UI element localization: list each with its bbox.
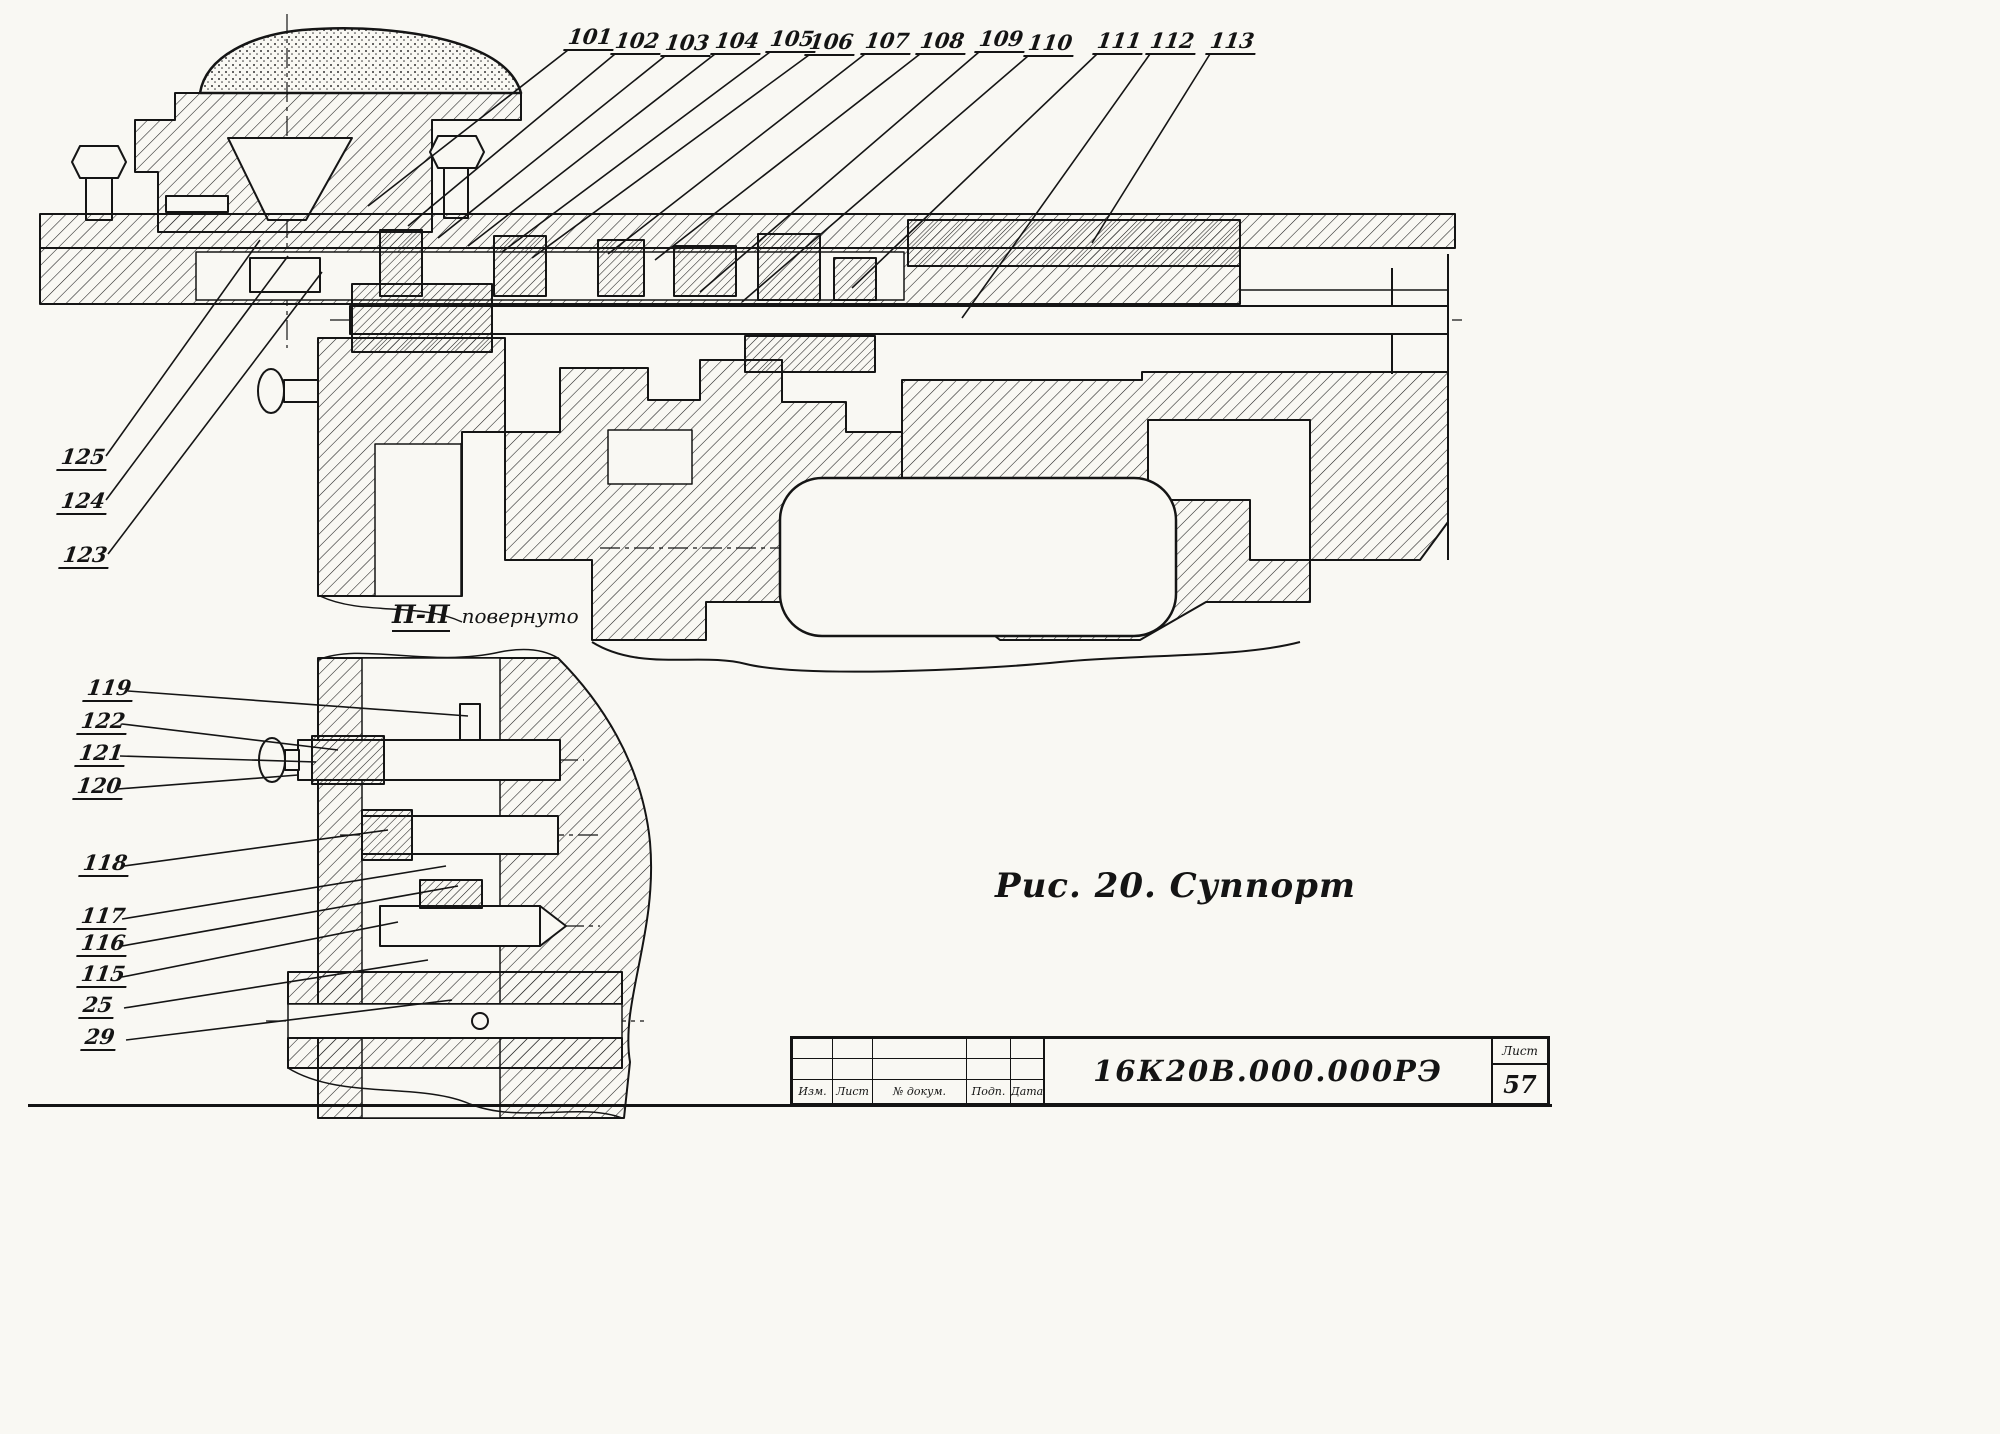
callout-107: 107 [860,28,914,55]
column-header-data: Дата [1011,1084,1043,1098]
title-block: Изм. Лист № докум. Подп. Дата 16К20В.000… [790,1036,1550,1106]
drawing-frame-bottom [28,1104,1552,1107]
callout-120: 120 [72,773,126,800]
callout-109: 109 [974,26,1028,53]
section-view-title: П-П повернуто [392,600,579,632]
upper-rail [39,213,1456,249]
callout-101: 101 [563,24,617,51]
document-number: 16К20В.000.000РЭ [1045,1039,1493,1103]
callout-121: 121 [74,740,128,767]
callout-111: 111 [1092,28,1146,55]
detail-lower-shaft [379,905,541,947]
main-section-drawing [39,14,1462,673]
right-bolt-head [429,135,485,169]
callout-119: 119 [82,675,136,702]
revision-cell [833,1059,873,1080]
callout-112: 112 [1145,28,1199,55]
callout-25: 25 [78,992,117,1019]
revision-cell [1011,1039,1043,1060]
left-bolt-head [71,145,127,179]
callout-122: 122 [76,708,130,735]
callout-104: 104 [710,28,764,55]
callout-113: 113 [1205,28,1259,55]
column-header-podp: Подп. [967,1079,1011,1103]
callout-115: 115 [76,961,130,988]
sheet-number: 57 [1503,1069,1537,1099]
lead-screw [349,305,1449,335]
revision-cell [873,1059,967,1080]
callout-123: 123 [58,542,112,569]
figure-caption: Рис. 20. Суппорт [995,866,1356,906]
revision-cell [873,1039,967,1060]
column-header-list: Лист [833,1079,873,1103]
revision-cell [833,1039,873,1060]
callout-106: 106 [804,29,858,56]
revision-cell [793,1059,833,1080]
callout-125: 125 [56,444,110,471]
top-right-plate [907,219,1241,267]
leader-lines [105,49,1211,1041]
sheet-box: Лист 57 [1493,1039,1547,1103]
revision-cell [793,1039,833,1060]
callout-108: 108 [915,28,969,55]
callout-118: 118 [78,850,132,877]
callout-116: 116 [76,930,130,957]
side-knob [257,368,285,414]
revision-cell [967,1059,1011,1080]
callout-29: 29 [80,1024,119,1051]
sheet-label: Лист [1493,1039,1547,1065]
column-header-izm: Изм. [793,1079,833,1103]
column-header-dokum: № докум. [873,1079,967,1103]
callout-102: 102 [610,28,664,55]
section-view-label: П-П [392,600,450,632]
callout-103: 103 [660,30,714,57]
detail-section-drawing [252,648,653,1119]
callout-110: 110 [1023,30,1077,57]
cap-dome [198,27,523,95]
section-view-note: повернуто [461,604,579,628]
revision-cell [967,1039,1011,1060]
revision-cell [1011,1059,1043,1080]
callout-117: 117 [76,903,130,930]
callout-124: 124 [56,488,110,515]
revision-table: Изм. Лист № докум. Подп. Дата [793,1039,1045,1103]
casting-pocket [778,476,1178,638]
